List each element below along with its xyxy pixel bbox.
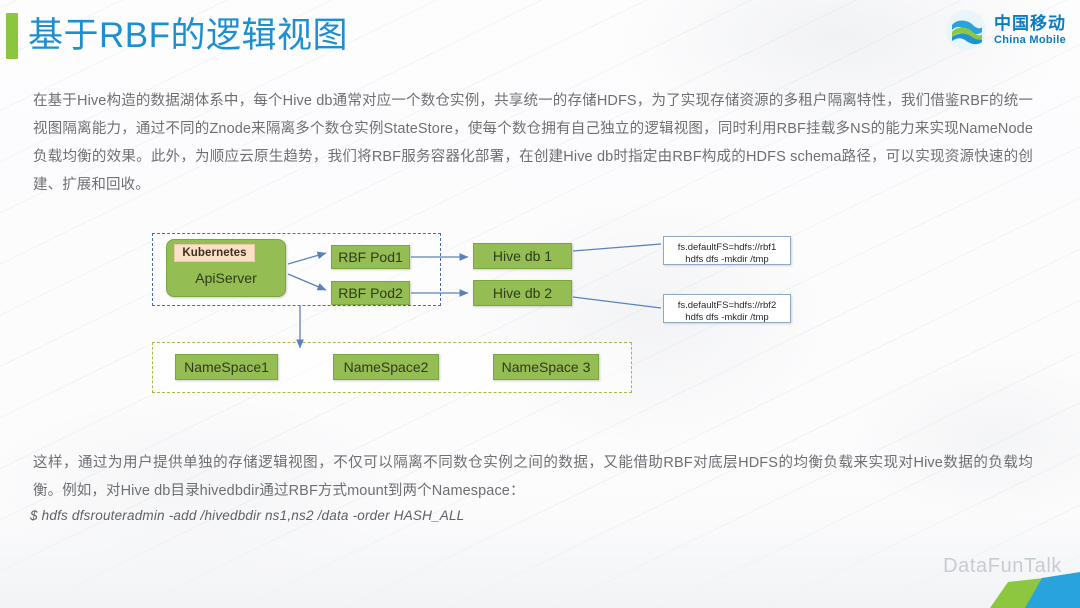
namespace1-node[interactable]: NameSpace1	[175, 354, 278, 380]
apiserver-label: ApiServer	[195, 270, 257, 286]
command-line-text: $ hdfs dfsrouteradmin -add /hivedbdir ns…	[30, 508, 465, 523]
callout-rbf1-line1: fs.defaultFS=hdfs://rbf1	[677, 242, 777, 253]
logo-text-en: China Mobile	[993, 33, 1066, 46]
callout-rbf2-line1: fs.defaultFS=hdfs://rbf2	[677, 300, 777, 311]
logo-text-cn: 中国移动	[993, 13, 1066, 33]
background-bottom-band	[0, 512, 1080, 608]
namespace3-node[interactable]: NameSpace 3	[493, 354, 599, 380]
summary-paragraph: 这样，通过为用户提供单独的存储逻辑视图，不仅可以隔离不同数仓实例之间的数据，又能…	[33, 455, 1033, 499]
namespace2-node[interactable]: NameSpace2	[333, 354, 439, 380]
callout-rbf1-line2: hdfs dfs -mkdir /tmp	[685, 254, 769, 265]
logo-wordmark: 中国移动 China Mobile	[994, 15, 1066, 46]
callout-rbf2-line2: hdfs dfs -mkdir /tmp	[685, 312, 769, 323]
title-accent-bar	[6, 13, 18, 59]
callout-rbf2: fs.defaultFS=hdfs://rbf2 hdfs dfs -mkdir…	[663, 294, 791, 323]
china-mobile-logo: 中国移动 China Mobile	[945, 9, 1066, 51]
page-title: 基于RBF的逻辑视图	[28, 16, 349, 55]
callout-rbf1: fs.defaultFS=hdfs://rbf1 hdfs dfs -mkdir…	[663, 236, 791, 265]
hive-db2-node[interactable]: Hive db 2	[473, 280, 572, 306]
watermark-label: DataFunTalk	[943, 555, 1062, 577]
intro-paragraph: 在基于Hive构造的数据湖体系中，每个Hive db通常对应一个数仓实例，共享统…	[33, 93, 1033, 193]
rbf-pod2-node[interactable]: RBF Pod2	[331, 281, 410, 305]
china-mobile-swirl-icon	[945, 9, 987, 51]
kubernetes-badge: Kubernetes	[174, 244, 255, 262]
corner-decoration-icon	[990, 572, 1080, 608]
rbf-pod1-node[interactable]: RBF Pod1	[331, 245, 410, 269]
hive-db1-node[interactable]: Hive db 1	[473, 243, 572, 269]
